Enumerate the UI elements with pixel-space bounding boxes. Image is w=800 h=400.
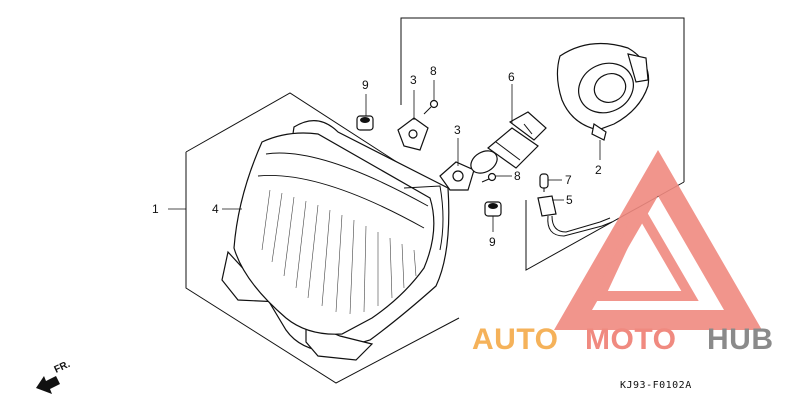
callout-9-bottom: 9 (489, 235, 496, 249)
callout-7: 7 (565, 173, 572, 187)
headlight-unit (221, 120, 450, 361)
leader-lines (168, 80, 601, 232)
callout-6: 6 (508, 70, 515, 84)
front-direction-arrow: FR. (36, 359, 72, 394)
direction-label: FR. (53, 359, 72, 376)
screw-8-lower (481, 172, 497, 183)
callout-8-upper: 8 (430, 64, 437, 78)
callout-9-top: 9 (362, 78, 369, 92)
bulb-holder-3-lower (439, 161, 475, 191)
watermark-moto: MOTO (585, 323, 676, 356)
callout-4: 4 (212, 202, 219, 216)
watermark-hub: HUB (707, 323, 774, 356)
callout-labels: 1 4 9 3 8 3 8 6 2 7 5 9 (152, 64, 602, 249)
callout-3-upper: 3 (410, 73, 417, 87)
position-bulb-7 (539, 173, 549, 192)
callout-8-lower: 8 (514, 169, 521, 183)
watermark-logo (554, 150, 762, 330)
watermark-text: AUTO MOTO HUB (472, 323, 774, 356)
callout-3-lower: 3 (454, 123, 461, 137)
headlight-bulb-6 (470, 111, 547, 174)
callout-2: 2 (595, 163, 602, 177)
washer-9-top (356, 115, 374, 131)
dust-cover-2 (556, 42, 650, 141)
socket-cord-5 (537, 195, 613, 237)
watermark-auto: AUTO (472, 323, 558, 356)
callout-5: 5 (566, 193, 573, 207)
screw-8-upper (423, 99, 439, 115)
callout-1: 1 (152, 202, 159, 216)
washer-9-bottom (484, 201, 502, 217)
diagram-code: KJ93-F0102A (620, 380, 692, 391)
bulb-holder-3-upper (397, 117, 429, 151)
